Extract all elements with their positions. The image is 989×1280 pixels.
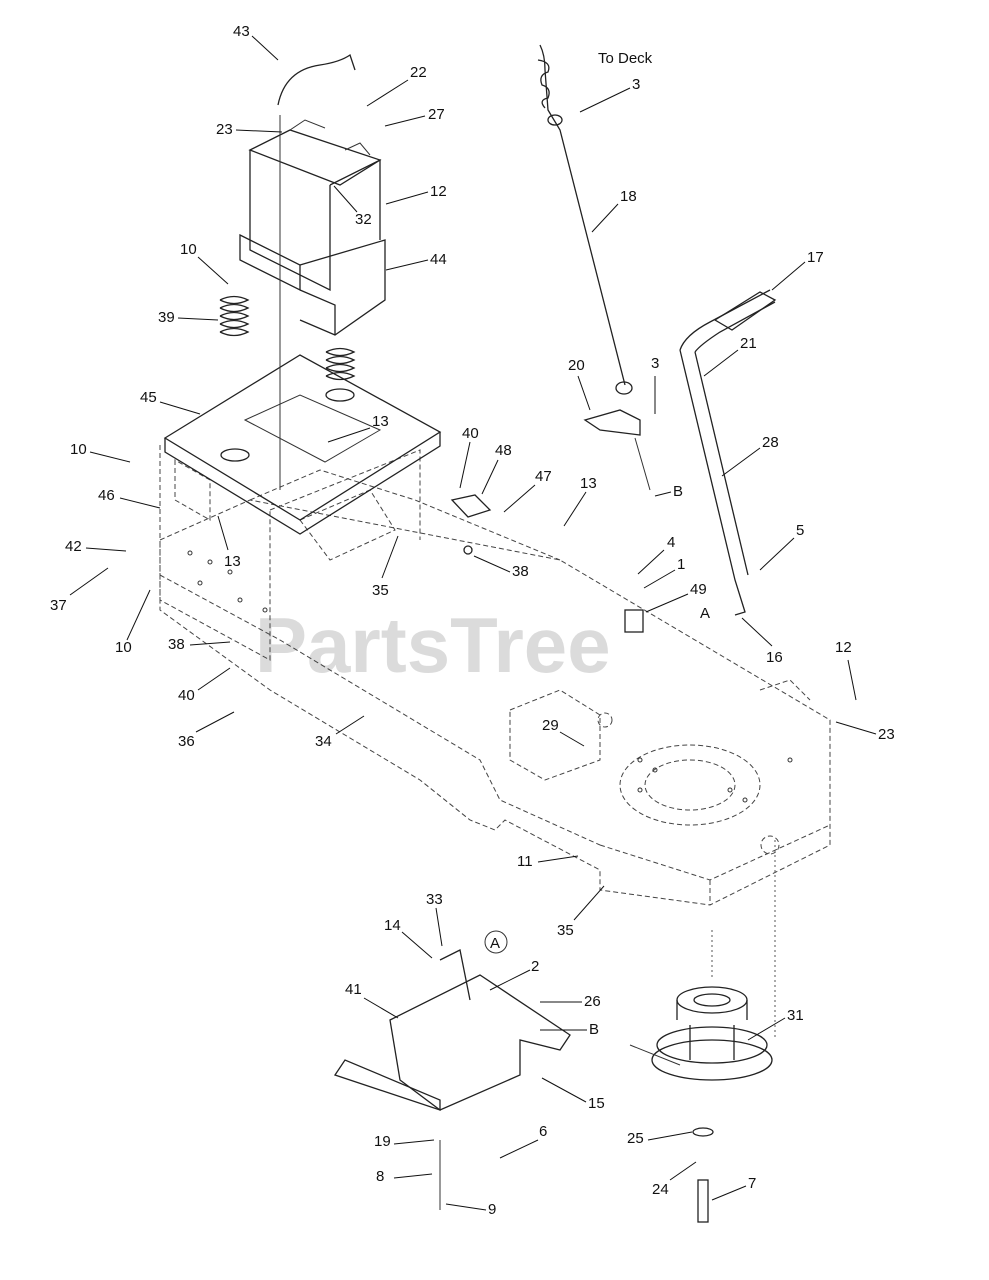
callout-label: 35: [557, 922, 574, 939]
callout-label: 1: [677, 556, 685, 573]
spring-right: [325, 347, 356, 381]
callout-label: 5: [796, 522, 804, 539]
callout-label: 33: [426, 891, 443, 908]
bracket-41: [333, 949, 571, 1210]
switch-48: [450, 494, 492, 555]
callout-label: 16: [766, 649, 783, 666]
callout-label: 4: [667, 534, 675, 551]
frame-assembly: [159, 469, 831, 906]
callout-label: 20: [568, 357, 585, 374]
callout-label: 10: [115, 639, 132, 656]
dash-panel: [159, 445, 421, 661]
deck-cable: [537, 44, 633, 395]
callout-label: 13: [580, 475, 597, 492]
callout-label: 43: [233, 23, 250, 40]
callout-label: 37: [50, 597, 67, 614]
callout-label: 13: [372, 413, 389, 430]
callout-label: B: [673, 483, 683, 500]
callout-label: 31: [787, 1007, 804, 1024]
callout-label: 44: [430, 251, 447, 268]
watermark: PartsTree: [255, 601, 611, 689]
callout-label: 7: [748, 1175, 756, 1192]
callout-label: 23: [216, 121, 233, 138]
callout-label: 18: [620, 188, 637, 205]
callout-label: 25: [627, 1130, 644, 1147]
callout-label: 27: [428, 106, 445, 123]
callout-label: 39: [158, 309, 175, 326]
callout-label: 6: [539, 1123, 547, 1140]
callout-label: A: [700, 605, 710, 622]
callout-label: 12: [835, 639, 852, 656]
callout-label: 34: [315, 733, 332, 750]
callout-label: 12: [430, 183, 447, 200]
battery-tray: [163, 354, 442, 535]
callout-label: 17: [807, 249, 824, 266]
callout-label: 19: [374, 1133, 391, 1150]
callout-label: 10: [180, 241, 197, 258]
callout-label: 22: [410, 64, 427, 81]
spring-39: [219, 295, 250, 337]
bolt-7: [692, 1127, 714, 1223]
callout-label: 40: [462, 425, 479, 442]
callout-label: 21: [740, 335, 757, 352]
callout-label: 23: [878, 726, 895, 743]
callout-label: 45: [140, 389, 157, 406]
callout-label: 3: [632, 76, 640, 93]
callout-label: B: [589, 1021, 599, 1038]
callout-label: 29: [542, 717, 559, 734]
callout-label: 38: [512, 563, 529, 580]
callout-label: 32: [355, 211, 372, 228]
callouts: 43 22 23 27 12 32 44 10 39 45 13 10 46 4…: [50, 23, 895, 1218]
callout-label: 2: [531, 958, 539, 975]
callout-label: 15: [588, 1095, 605, 1112]
callout-label: 13: [224, 553, 241, 570]
callout-label: 49: [690, 581, 707, 598]
lift-handle: [679, 289, 777, 616]
callout-label: 3: [651, 355, 659, 372]
battery: [248, 119, 382, 292]
to-deck-note: To Deck: [598, 50, 653, 67]
callout-label: A: [490, 935, 500, 952]
callout-label: 36: [178, 733, 195, 750]
callout-label: 11: [517, 853, 533, 870]
callout-label: 26: [584, 993, 601, 1010]
callout-label: 14: [384, 917, 401, 934]
callout-label: 10: [70, 441, 87, 458]
callout-label: 41: [345, 981, 362, 998]
callout-label: 48: [495, 442, 512, 459]
battery-box: [239, 233, 386, 336]
callout-label: 8: [376, 1168, 384, 1185]
callout-label: 38: [168, 636, 185, 653]
callout-label: 28: [762, 434, 779, 451]
hold-down-rod: [277, 53, 356, 106]
lever-20: [583, 409, 641, 436]
callout-label: 35: [372, 582, 389, 599]
callout-label: 9: [488, 1201, 496, 1218]
callout-label: 42: [65, 538, 82, 555]
switch-49: [624, 609, 644, 633]
callout-label: 46: [98, 487, 115, 504]
callout-label: 47: [535, 468, 552, 485]
callout-label: 24: [652, 1181, 669, 1198]
callout-label: 40: [178, 687, 195, 704]
pulley-31: [629, 840, 776, 1081]
